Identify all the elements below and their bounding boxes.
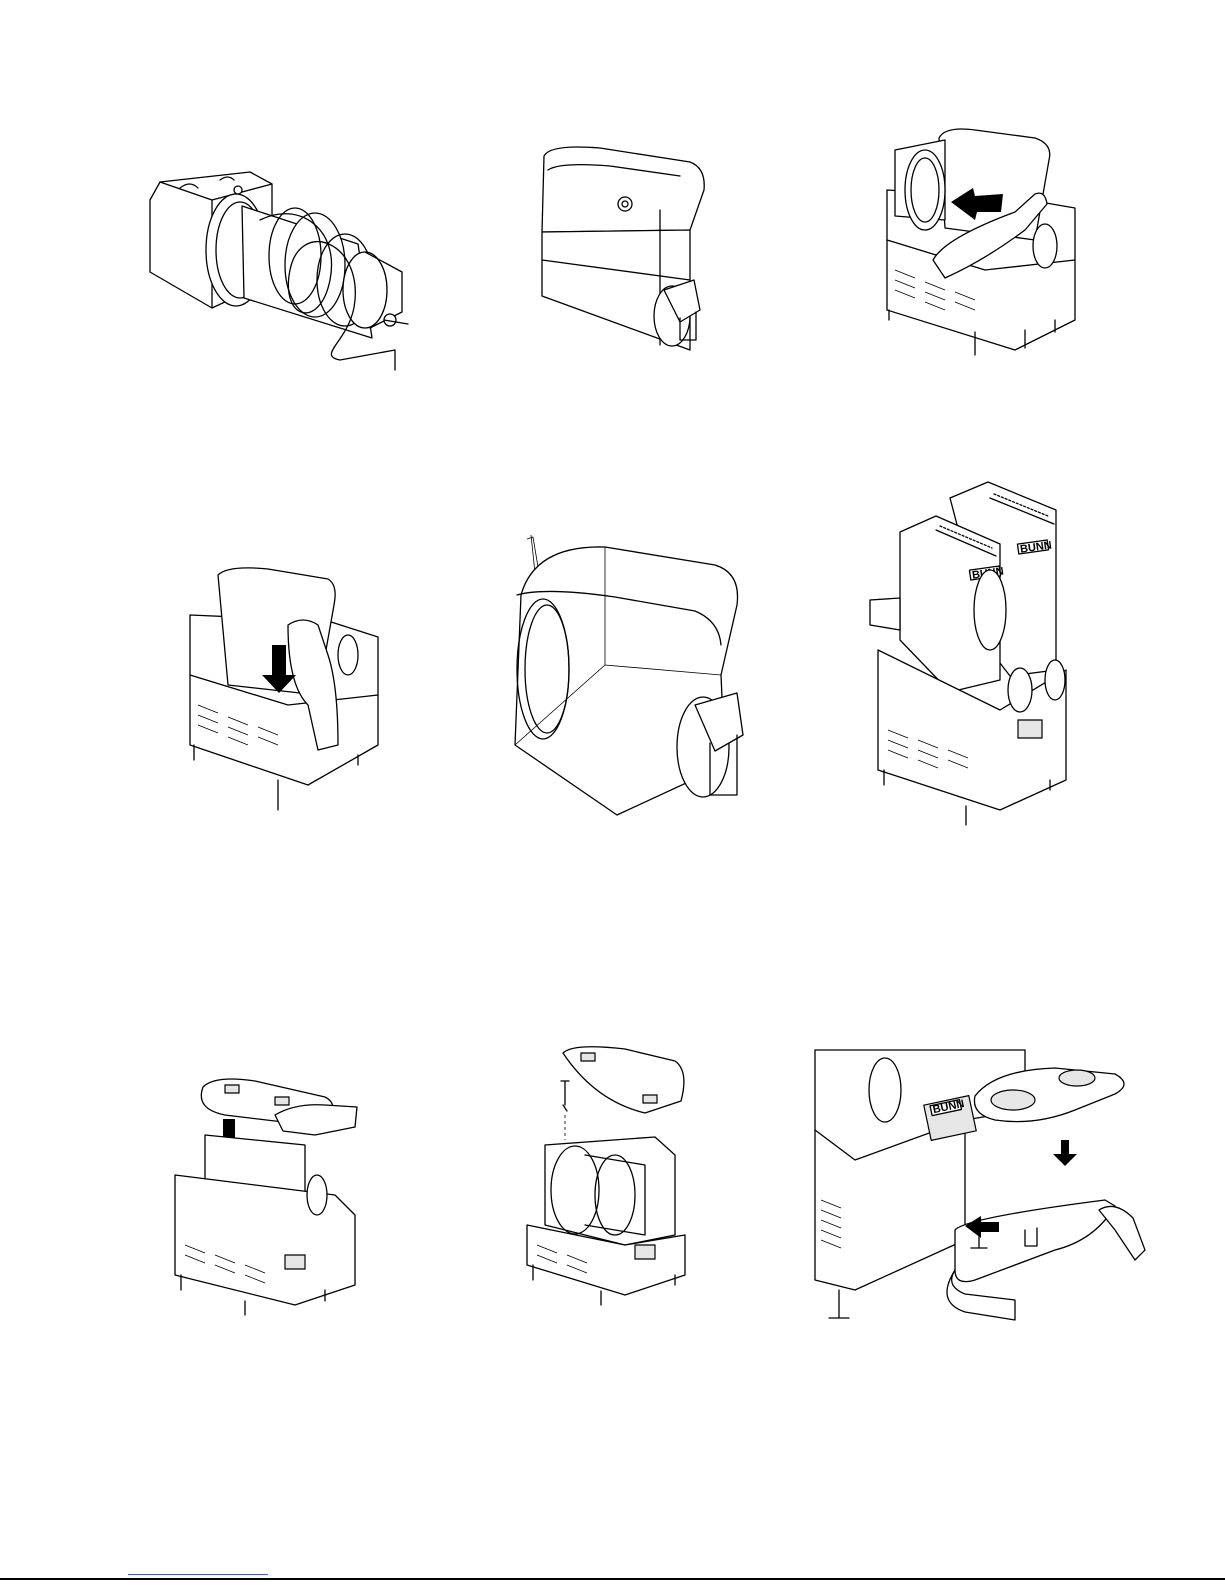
figure-bowl-gasket — [505, 525, 755, 815]
figure-install-bowl — [885, 120, 1085, 365]
figure-drip-tray: BUNN — [815, 1050, 1145, 1325]
figure-place-lid — [175, 1075, 360, 1320]
figure-lid-screw — [525, 1045, 695, 1310]
footer-link-underline[interactable] — [128, 1574, 268, 1575]
figure-lower-bowl — [188, 565, 388, 820]
figure-two-hopper-dispenser: BUNN BUNN — [870, 480, 1070, 830]
footer-rule — [0, 1578, 1225, 1580]
figure-auger-assembly — [140, 160, 420, 370]
figure-hopper-bowl — [540, 140, 720, 360]
